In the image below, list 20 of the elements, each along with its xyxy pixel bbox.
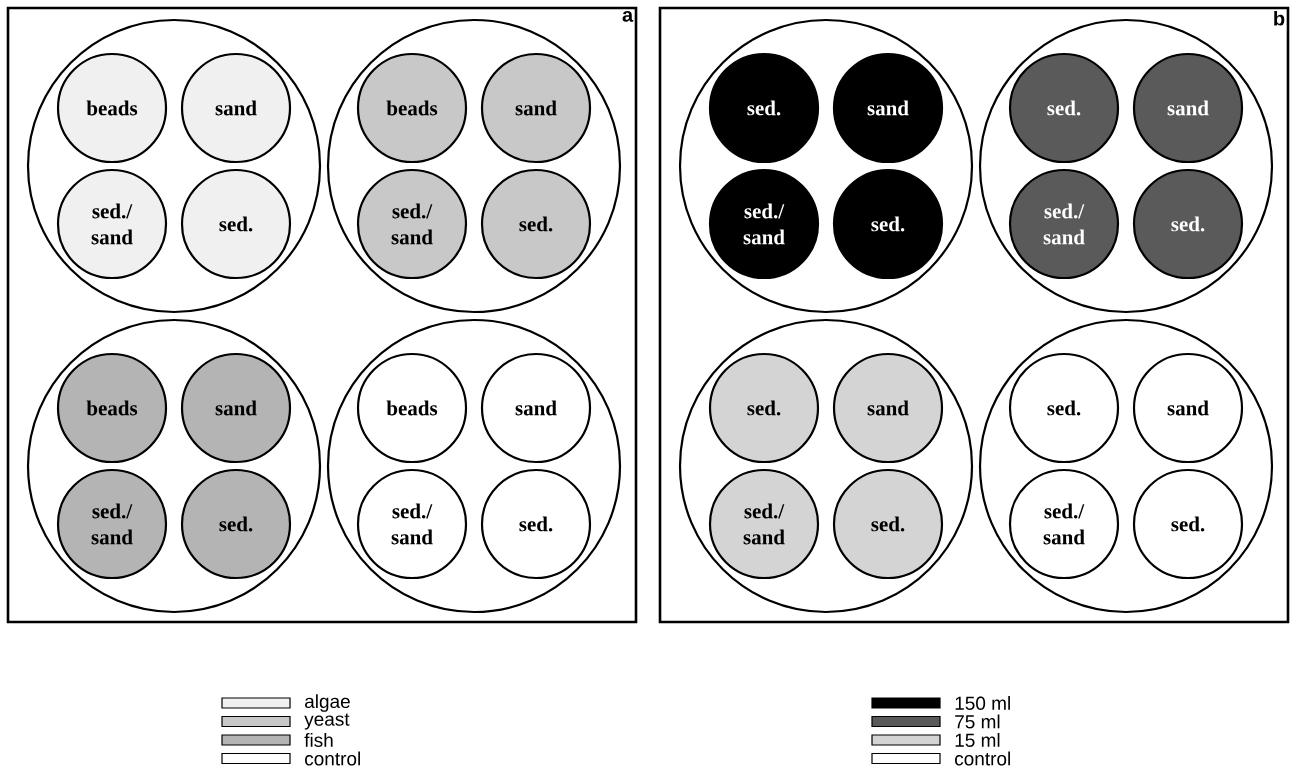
dish-circle (326, 18, 622, 314)
dish-circle (26, 318, 322, 614)
panel-letter: b (1274, 10, 1285, 26)
legend-label: algae (305, 694, 350, 712)
legend-label: yeast (304, 713, 350, 730)
panel-letter: a (622, 10, 634, 22)
dish-circle (678, 18, 974, 314)
dish-circle (326, 318, 622, 614)
legend-label: fish (304, 733, 333, 747)
legend-label: 75 ml (955, 714, 1000, 729)
dish-circle (978, 318, 1274, 614)
dish-circle (26, 18, 322, 314)
panel-frame (6, 6, 638, 624)
panel-frame (658, 6, 1290, 624)
dish-circle (678, 318, 974, 614)
legend-label: control (955, 751, 1010, 766)
dish-circle (978, 18, 1274, 314)
legend-label: 15 ml (955, 733, 1000, 747)
legend-label: control (305, 751, 360, 766)
legend-label: 150 ml (955, 696, 1010, 710)
